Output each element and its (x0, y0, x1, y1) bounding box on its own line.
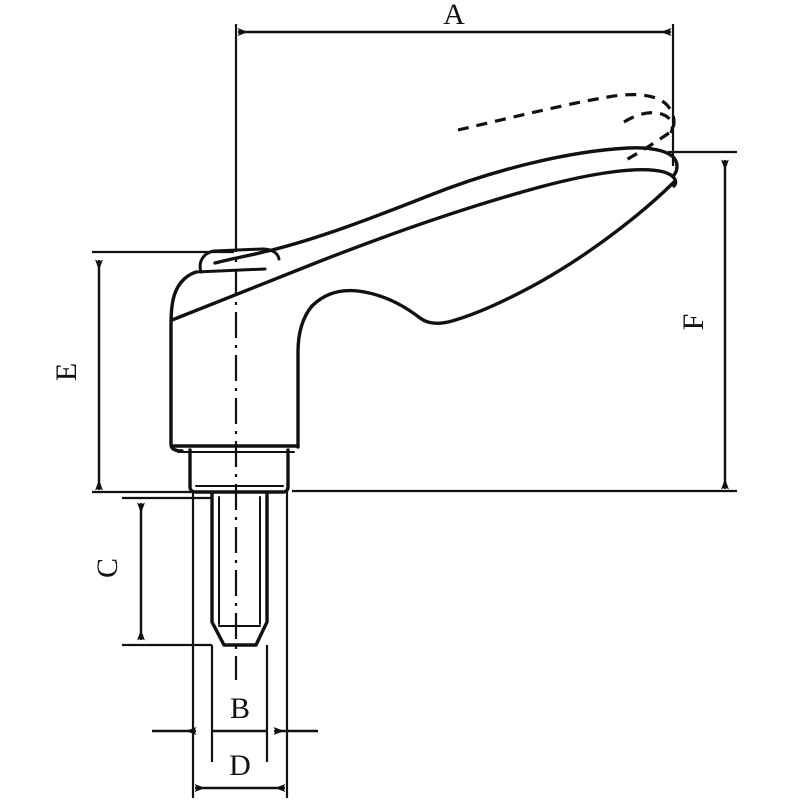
hub-flange-outline (188, 448, 290, 494)
phantom-tip-return (625, 131, 670, 162)
hub-top-cap (198, 247, 281, 274)
hub-top-cap-underline (194, 267, 267, 274)
dimension-B (152, 645, 318, 762)
dimension-C (122, 496, 212, 647)
dimension-E (92, 250, 234, 494)
dimension-A (234, 24, 675, 226)
lever-handle-mid-edge (170, 168, 678, 322)
dimension-label-D: D (229, 749, 251, 782)
hub-right-fillet (296, 304, 314, 449)
dimension-label-B: B (230, 692, 250, 725)
dimension-D (191, 492, 289, 798)
lever-handle-under-edge (310, 180, 676, 326)
dimension-label-E: E (50, 363, 83, 381)
hub-left-profile (169, 270, 198, 453)
dimension-label-F: F (677, 314, 710, 331)
dimension-label-C: C (91, 558, 124, 578)
dimension-label-A: A (443, 0, 465, 31)
phantom-upper-curve (457, 93, 676, 132)
dimension-F (292, 150, 737, 493)
threaded-stud-outline (210, 491, 269, 647)
part-geometry (169, 146, 679, 647)
